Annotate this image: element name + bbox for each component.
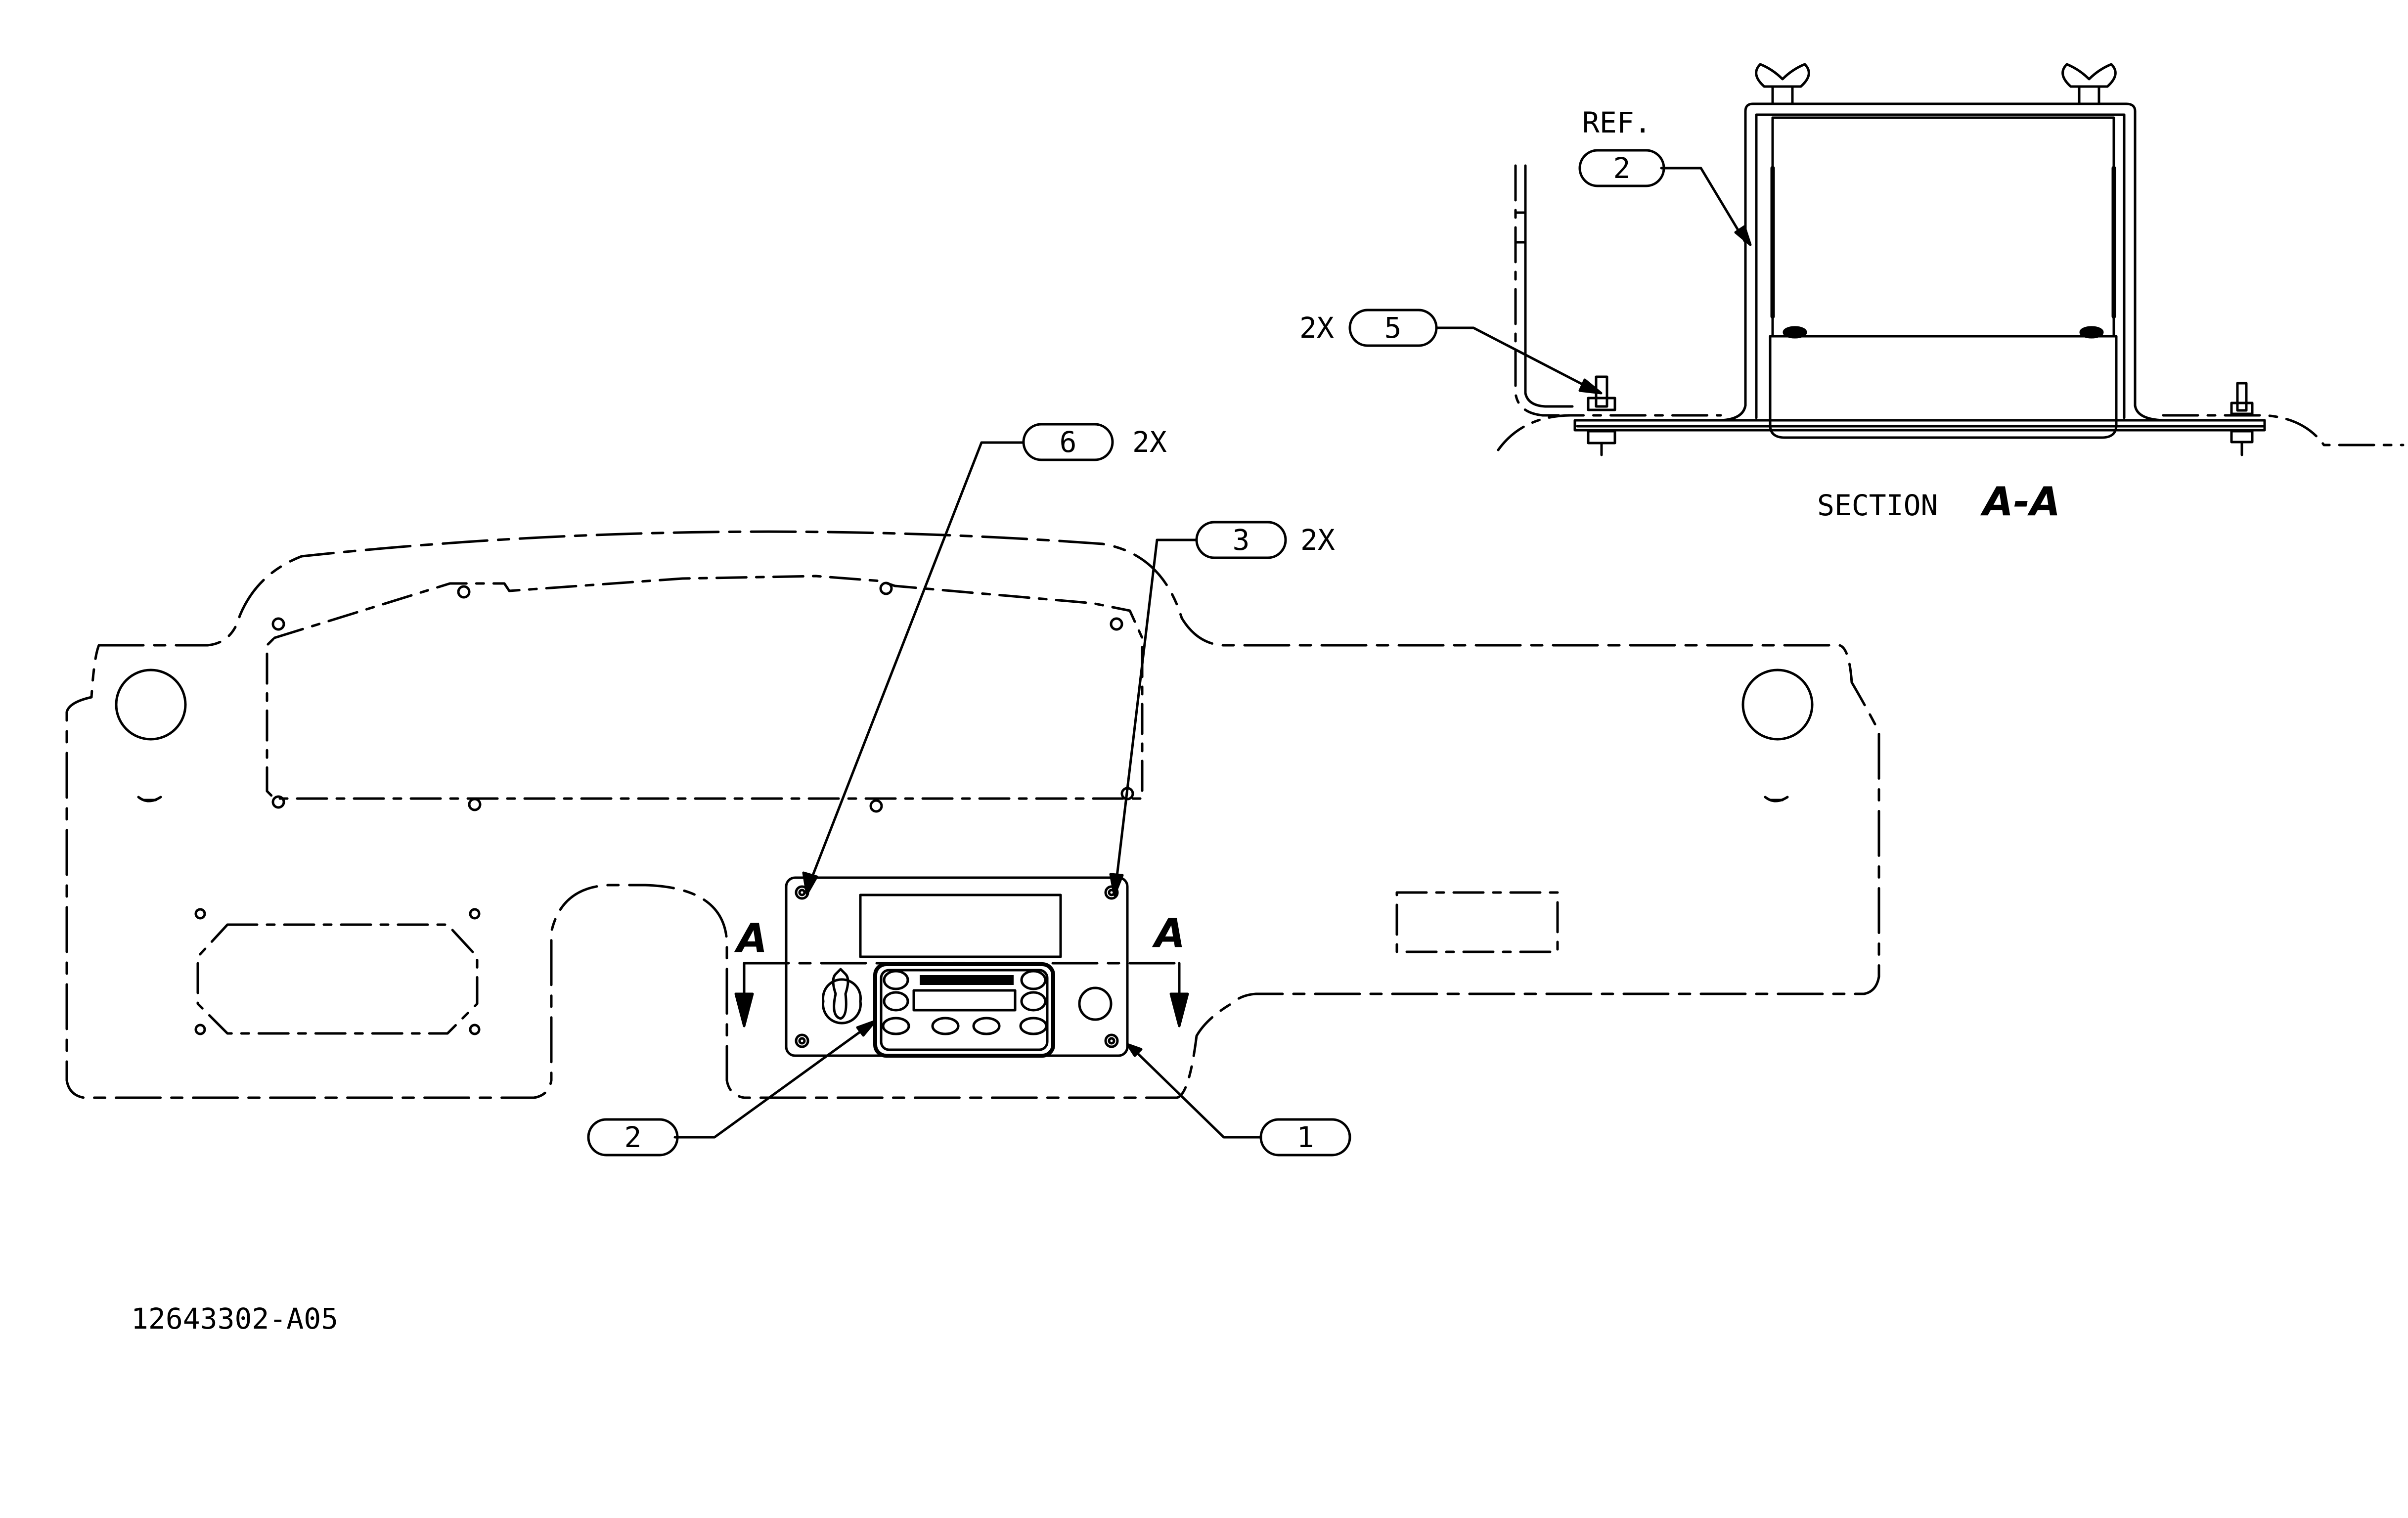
control-head-brand-strip: [920, 975, 1014, 985]
key-switch-ring: [822, 978, 862, 1025]
callout-1-number: 1: [1297, 1120, 1314, 1154]
callout-balloon-3: [1195, 521, 1287, 559]
plate-round-hole: [1078, 986, 1113, 1021]
right-mount-mark: [1764, 796, 1789, 803]
control-head-buttons: [882, 970, 1048, 1035]
leader-1: [1128, 1044, 1262, 1139]
right-vent-outline: [1395, 891, 1559, 953]
section-dash-surface: [1497, 414, 2405, 451]
left-vent-outline: [196, 923, 479, 1035]
left-mount-mark: [137, 796, 162, 803]
section-housing: [1719, 102, 2165, 422]
callout-5-qty: 2X: [1299, 311, 1334, 345]
section-control-body: [1771, 116, 2115, 338]
callout-3-qty: 2X: [1300, 523, 1335, 557]
key-switch-outline: [832, 968, 849, 1020]
wing-nut-right: [2061, 63, 2117, 105]
leader-6: [809, 441, 1025, 882]
upper-panel-fasteners: [271, 581, 1134, 813]
upper-panel-outline: [266, 575, 1144, 800]
section-marker-left: A: [734, 915, 767, 961]
section-title: SECTION: [1817, 489, 1938, 522]
part-number: 12643302-A05: [131, 1302, 338, 1336]
control-head-inner: [880, 969, 1049, 1051]
leader-3: [1115, 538, 1198, 882]
left-vent-screws: [194, 908, 481, 1035]
section-base-plate: [1573, 419, 2266, 432]
section-bolt-right: [2230, 382, 2254, 456]
ref-label: REF.: [1582, 106, 1651, 139]
section-letter: A-A: [1980, 479, 2060, 525]
section-housing-inner: [1755, 113, 2126, 419]
section-arrow-left-head: [734, 992, 754, 1027]
section-wall-phantom: [1514, 164, 1574, 417]
callout-6-number: 6: [1060, 425, 1077, 459]
plate-screws: [795, 885, 1119, 1048]
callout-balloon-2-lower: [587, 1118, 679, 1157]
display-cutout: [859, 893, 1062, 958]
leader-2-ref: [1660, 167, 1747, 244]
callout-3-number: 3: [1233, 523, 1250, 557]
leader-5: [1435, 326, 1596, 392]
section-wall-inner: [1524, 164, 1574, 408]
section-control-bezel: [1769, 335, 2118, 439]
callout-balloon-1: [1259, 1118, 1351, 1157]
callout-balloon-2-ref: [1578, 149, 1665, 187]
leader-2-lower: [673, 1023, 872, 1139]
callout-balloon-5: [1348, 309, 1438, 347]
section-arrow-right-head: [1169, 992, 1189, 1027]
callout-balloon-6: [1022, 423, 1114, 461]
callout-5-number: 5: [1384, 311, 1402, 345]
callout-2-lower-number: 2: [624, 1120, 642, 1154]
right-round-hole: [1741, 669, 1814, 741]
left-round-hole: [115, 669, 187, 741]
callout-2-ref-number: 2: [1613, 151, 1631, 185]
callout-6-qty: 2X: [1132, 425, 1167, 459]
control-head-lcd: [912, 989, 1017, 1012]
section-marker-right: A: [1152, 910, 1185, 956]
wing-nut-left: [1755, 63, 1810, 105]
dashboard-outline: [65, 530, 1880, 1099]
